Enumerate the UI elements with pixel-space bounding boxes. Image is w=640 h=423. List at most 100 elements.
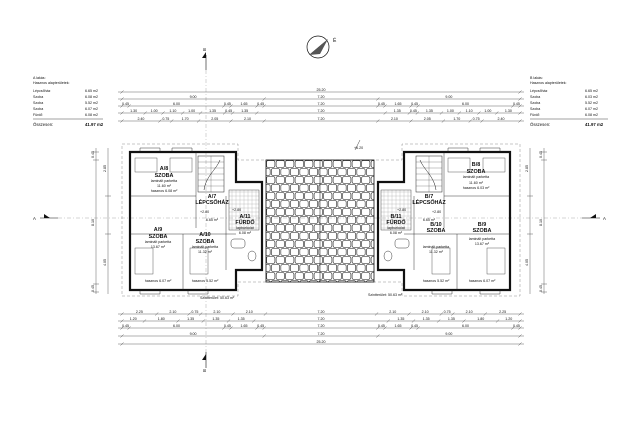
dimension-value: 25.20 [317, 340, 326, 344]
schedule-row-name: Lépcsőház [530, 89, 548, 93]
dimension-tick [187, 312, 191, 316]
dimension-tick [376, 334, 380, 338]
dimension-value: 0.45 [224, 102, 231, 106]
schedule-row-name: Szoba [33, 101, 43, 105]
dimension-tick [518, 326, 522, 330]
dimension-tick [518, 342, 522, 346]
schedule-row-name: Fürdő [530, 113, 539, 117]
room-useful: hasznos 6.07 m² [145, 279, 172, 283]
dimension-tick [229, 326, 233, 330]
room-name: SZOBA [427, 228, 446, 234]
dimension-value: 1.00 [447, 109, 454, 113]
dimension-value: 0.45 [224, 324, 231, 328]
dimension-tick [416, 104, 420, 108]
dimension-tick [409, 326, 413, 330]
unit-b-walls [376, 150, 512, 292]
dimension-value: 1.10 [169, 109, 176, 113]
room-b8: B/8 SZOBA laminált parketta 11.60 m² has… [463, 162, 490, 190]
room-a9: A/9 SZOBA laminált parketta 13.67 m² has… [145, 227, 172, 283]
schedule-total-label: Összesen: [33, 122, 53, 127]
dimension-tick [196, 119, 201, 123]
schedule-row-area: 6.08 m2 [585, 113, 598, 117]
room-id: A/9 [154, 227, 162, 233]
schedule-row-name: Szoba [33, 95, 43, 99]
dimension-tick [154, 312, 159, 316]
room-name: SZOBA [473, 228, 492, 234]
dimension-value: 9.00 [190, 95, 197, 99]
dimension-tick [411, 319, 416, 323]
dimension-tick [376, 104, 380, 108]
dimension-tick [176, 319, 180, 323]
dimension-value: 7.20 [318, 332, 325, 336]
schedule-row-area: 6.03 m2 [585, 95, 598, 99]
dimension-tick [262, 326, 266, 330]
dimension-tick [457, 111, 462, 115]
schedule-row-name: Szoba [33, 107, 43, 111]
room-a7: A/7 LÉPCSŐHÁZ 6.65 m² +2.80 [195, 194, 229, 222]
room-floor: laminált parketta [463, 175, 489, 179]
dimension-tick [518, 97, 522, 101]
north-label: É [333, 37, 337, 44]
dimension-tick [383, 111, 387, 115]
room-name: FÜRDŐ [235, 219, 254, 226]
room-id: A/8 [160, 166, 168, 172]
section-mark-b-bottom: B [202, 352, 207, 372]
dim-text: 0.45 [91, 285, 95, 292]
room-floor: laminált parketta [192, 245, 218, 249]
room-name: FÜRDŐ [386, 219, 405, 226]
dimension-tick [518, 111, 522, 115]
room-id: B/10 [430, 222, 441, 228]
dimension-value: 1.70 [182, 117, 189, 121]
schedule-title: A lakás: [33, 76, 46, 80]
schedule-row-area: 6.65 m2 [585, 89, 598, 93]
dimension-tick [376, 326, 380, 330]
dimension-tick [462, 319, 466, 323]
dimension-tick [229, 119, 233, 123]
dimension-tick [439, 312, 444, 316]
dimension-tick [409, 119, 413, 123]
dimension-value: 0.75 [444, 310, 451, 314]
room-area: 6.65 m² [423, 218, 436, 222]
dimension-tick [255, 111, 259, 115]
dimension-value: 1.80 [158, 317, 165, 321]
dimension-value: 0.45 [378, 102, 385, 106]
dimension-tick [262, 97, 266, 101]
dimension-tick [120, 111, 124, 115]
room-floor: laminált parketta [145, 240, 171, 244]
room-name: LÉPCSŐHÁZ [195, 198, 229, 206]
schedule-title: B lakás: [530, 76, 543, 80]
dim-text: 2.85 [103, 165, 107, 172]
dimension-value: 2.10 [246, 310, 253, 314]
dimension-value: 1.35 [426, 109, 433, 113]
dimension-value: 1.20 [130, 317, 137, 321]
dimension-value: 0.45 [411, 324, 418, 328]
unit-b-total: Szintterület: 50.63 m² [368, 293, 403, 297]
section-label: A [33, 216, 36, 221]
dimension-tick [263, 312, 268, 316]
schedule-row-name: Szoba [530, 107, 540, 111]
unit-a-bath [228, 189, 260, 262]
section-mark-b-top: B [202, 48, 207, 70]
room-area: 6.65 m² [206, 218, 219, 222]
dimension-value: 0.45 [122, 324, 129, 328]
dimension-tick [386, 319, 390, 323]
dimension-tick [229, 104, 233, 108]
dimension-tick [198, 312, 203, 316]
dimension-value: 2.10 [169, 310, 176, 314]
dimension-tick [143, 111, 147, 115]
dimension-tick [495, 111, 499, 115]
room-area: 6.08 m² [390, 231, 403, 235]
dimension-value: 0.75 [473, 117, 480, 121]
dimension-value: 1.30 [505, 109, 512, 113]
dimension-tick [376, 119, 380, 123]
section-label: B [202, 369, 207, 372]
dimension-value: 2.10 [466, 310, 473, 314]
dimension-value: 1.65 [394, 102, 401, 106]
room-useful: hasznos 6.08 m² [151, 189, 178, 193]
schedule-row-area: 6.65 m2 [85, 89, 98, 93]
room-area: 11.32 m² [198, 250, 213, 254]
dimension-tick [407, 111, 412, 115]
schedule-row-name: Szoba [530, 101, 540, 105]
